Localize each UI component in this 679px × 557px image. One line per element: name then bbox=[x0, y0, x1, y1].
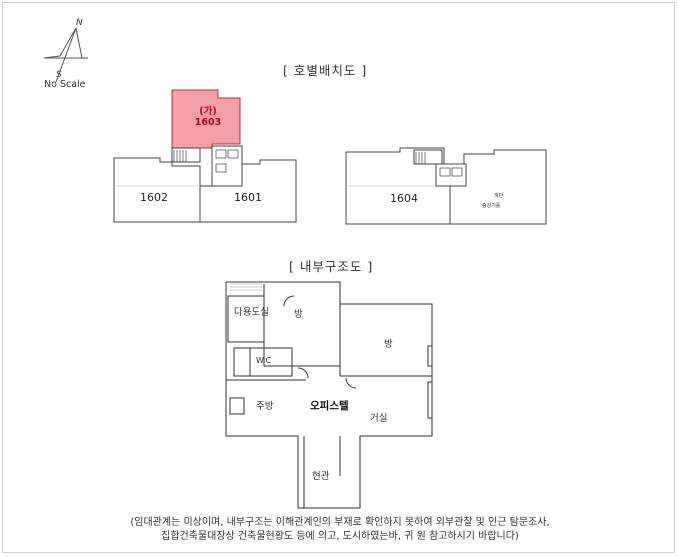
highlight-unit-number: 1603 bbox=[194, 117, 222, 128]
compass-north: N bbox=[76, 18, 83, 28]
room-label-room-right: 방 bbox=[384, 339, 393, 350]
room-label-utility: 다용도실 bbox=[234, 307, 269, 318]
room-label-living: 거실 bbox=[370, 413, 388, 424]
unit-label-1604: 1604 bbox=[390, 192, 418, 205]
compass: N S bbox=[30, 18, 100, 93]
scale-note: No Scale bbox=[44, 79, 86, 90]
interior-title: [ 내부구조도 ] bbox=[289, 259, 374, 274]
footnote-line-1: (임대관계는 미상이며, 내부구조는 이해관계인의 부재로 확인하지 못하여 외… bbox=[130, 517, 550, 528]
room-label-room-top: 방 bbox=[294, 309, 303, 320]
highlight-unit-tag: (가) bbox=[199, 106, 217, 117]
footnote: (임대관계는 미상이며, 내부구조는 이해관계인의 부재로 확인하지 못하여 외… bbox=[20, 516, 660, 544]
compass-arrow-icon bbox=[43, 27, 88, 83]
footnote-line-2: 집합건축물대장상 건축물현황도 등에 의고, 도시하였는바, 귀 원 참고하시기… bbox=[161, 531, 519, 542]
left-floor-plan: (가) 1603 1602 1601 bbox=[110, 88, 302, 226]
right-floor-plan: 1604 계단 승강기홀 bbox=[344, 146, 548, 226]
highlight-unit-label: (가) 1603 bbox=[180, 106, 236, 128]
room-label-kitchen: 주방 bbox=[256, 401, 274, 412]
unit-label-1602: 1602 bbox=[140, 191, 168, 204]
interior-floor-plan: 다용도실 방 방 W.C 주방 오피스텔 거실 현관 bbox=[220, 276, 446, 514]
unit-layout-title: [ 호별배치도 ] bbox=[283, 63, 368, 78]
room-label-wc: W.C bbox=[256, 356, 272, 365]
annex-label-stairs: 계단 bbox=[494, 193, 504, 199]
room-label-type: 오피스텔 bbox=[310, 400, 349, 412]
annex-label-elevator-hall: 승강기홀 bbox=[482, 203, 501, 209]
compass-south: S bbox=[56, 70, 62, 80]
room-label-entrance: 현관 bbox=[312, 471, 330, 482]
unit-label-1601: 1601 bbox=[234, 191, 262, 204]
